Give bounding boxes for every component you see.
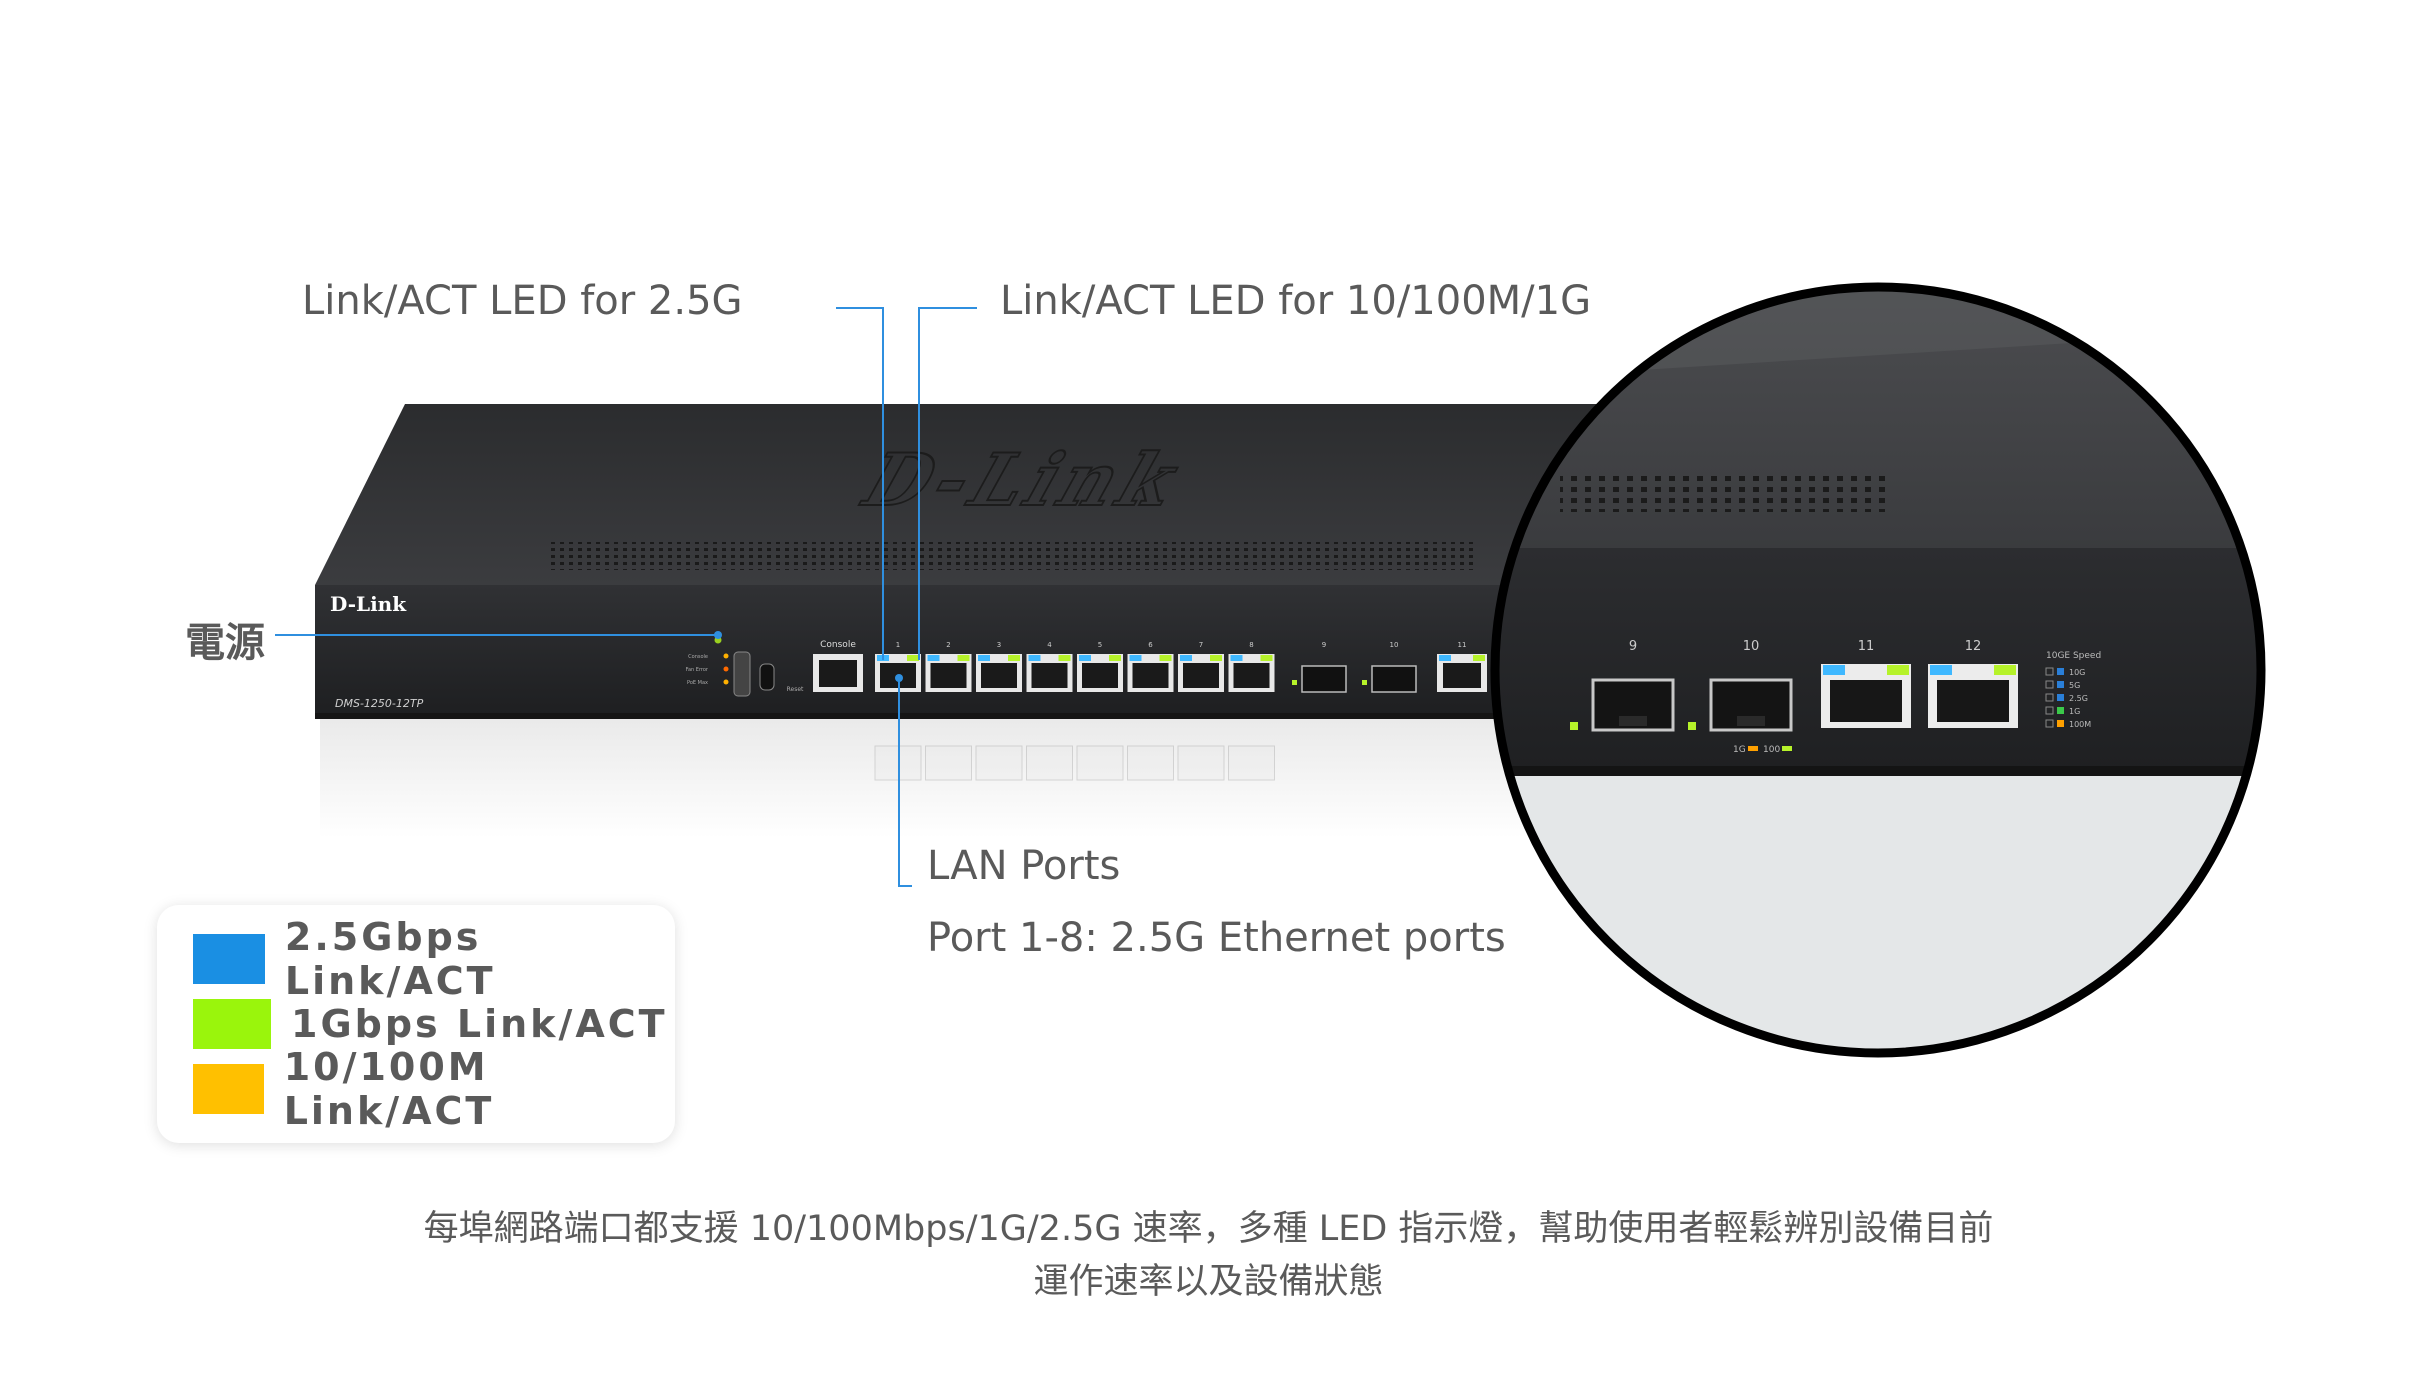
lan-port-4[interactable]	[1026, 654, 1073, 692]
status-label: PoE Max	[687, 680, 708, 686]
port-number: 4	[1047, 641, 1052, 649]
brand-top-embossed: D-Link	[846, 438, 1203, 523]
legend-swatch-blue	[193, 934, 265, 984]
led-25g	[1028, 655, 1041, 661]
led-25g	[1129, 655, 1142, 661]
port-reflection	[1026, 745, 1073, 781]
zoom-sfp-legend: 1G 100	[1733, 745, 1792, 755]
zoom-sfp-port-9	[1570, 678, 1675, 732]
status-label: Console	[688, 654, 708, 660]
port-number: 11	[1458, 641, 1467, 649]
led-1g	[957, 655, 970, 661]
model-label: DMS-1250-12TP	[335, 697, 424, 710]
port-reflection	[1127, 745, 1174, 781]
svg-text:5G: 5G	[2069, 681, 2080, 690]
svg-text:2.5G: 2.5G	[2069, 694, 2088, 703]
led-legend: 2.5Gbps Link/ACT 1Gbps Link/ACT 10/100M …	[157, 905, 675, 1143]
led-25g	[927, 655, 940, 661]
svg-text:100: 100	[1763, 745, 1780, 755]
lan-port-5[interactable]	[1077, 654, 1123, 692]
callout-led-1g: Link/ACT LED for 10/100M/1G	[1000, 278, 1592, 324]
led-1g	[1058, 655, 1071, 661]
port-number: 10	[1743, 639, 1760, 654]
lan-port-11[interactable]	[1437, 654, 1487, 692]
caption-line-2: 運作速率以及設備狀態	[1033, 1262, 1384, 1302]
led-25g	[978, 655, 990, 661]
port-number: 2	[946, 641, 950, 649]
lan-port-7[interactable]	[1178, 654, 1224, 692]
legend-label: 2.5Gbps Link/ACT	[284, 915, 496, 1003]
led-1g	[1159, 655, 1172, 661]
zoom-lan-port-11	[1821, 664, 1911, 728]
legend-item: 1Gbps Link/ACT	[193, 998, 668, 1050]
legend-item: 2.5Gbps Link/ACT	[193, 915, 675, 1003]
callout-dot	[714, 631, 722, 639]
lan-port-3[interactable]	[976, 654, 1022, 692]
legend-label: 1Gbps Link/ACT	[291, 1002, 668, 1046]
port-reflection	[1228, 745, 1275, 781]
reset-label: Reset	[787, 686, 804, 693]
caption-line-1: 每埠網路端口都支援 10/100Mbps/1G/2.5G 速率，多種 LED 指…	[423, 1209, 1994, 1249]
sfp-port-9[interactable]	[1292, 665, 1347, 693]
svg-text:100M: 100M	[2069, 720, 2091, 729]
port-reflection	[1076, 745, 1124, 781]
zoom-sfp-port-10	[1688, 678, 1793, 732]
zoom-magnifier: 9 10 11 12 1G 100 10GE Speed 10G 5G 2.5G 1G 100M	[1490, 282, 2266, 1058]
svg-text:10G: 10G	[2069, 668, 2085, 677]
port-reflections	[874, 745, 1275, 781]
zoom-lan-port-12	[1928, 664, 2018, 728]
port-number: 3	[997, 641, 1001, 649]
legend-swatch-green	[193, 999, 271, 1049]
console-port[interactable]	[813, 654, 863, 692]
switch-chassis: D-Link	[315, 404, 1700, 719]
mode-button[interactable]	[733, 651, 751, 697]
svg-text:1G: 1G	[1733, 745, 1746, 755]
callout-power: 電源	[185, 620, 265, 666]
front-ports: 1 2 3 4 5 6 7 8 9 10 11	[875, 641, 1487, 693]
port-number: 9	[1629, 639, 1637, 654]
led-1g	[1008, 655, 1020, 661]
port-number: 12	[1965, 639, 1982, 654]
callout-led-25g: Link/ACT LED for 2.5G	[302, 278, 743, 324]
svg-text:10GE Speed: 10GE Speed	[2046, 651, 2101, 661]
led-25g	[1180, 655, 1192, 661]
port-number: 11	[1858, 639, 1875, 654]
reset-button[interactable]	[759, 663, 775, 691]
legend-label: 10/100M Link/ACT	[283, 1045, 495, 1133]
switch-reflection	[320, 718, 1550, 838]
led-1g	[1210, 655, 1222, 661]
lan-port-8[interactable]	[1228, 654, 1275, 692]
zoom-speed-legend: 10GE Speed 10G 5G 2.5G 1G 100M	[2045, 651, 2101, 729]
lan-port-6[interactable]	[1127, 654, 1174, 692]
led-25g	[1230, 655, 1243, 661]
port-number: 9	[1322, 641, 1326, 649]
status-label: Fan Error	[686, 667, 709, 673]
led-1g	[1109, 655, 1121, 661]
callout-dot	[895, 674, 903, 682]
port-reflection	[975, 745, 1023, 781]
svg-text:1G: 1G	[2069, 707, 2080, 716]
port-number: 10	[1390, 641, 1399, 649]
legend-swatch-amber	[193, 1064, 264, 1114]
port-number: 6	[1148, 641, 1153, 649]
legend-item: 10/100M Link/ACT	[193, 1045, 675, 1133]
zoom-ports: 9 10 11 12 1G 100 10GE Speed 10G 5G 2.5G 1G 100M	[1570, 639, 2101, 755]
led-1g	[907, 655, 919, 661]
callout-lines	[275, 307, 977, 887]
console-label: Console	[820, 640, 856, 650]
front-brand-logo: D-Link	[330, 592, 407, 616]
port-number: 1	[896, 641, 900, 649]
lan-port-2[interactable]	[925, 654, 972, 692]
port-reflection	[925, 745, 972, 781]
led-25g	[1079, 655, 1091, 661]
callout-lan-ports-title: LAN Ports	[927, 843, 1121, 889]
led-1g	[1260, 655, 1273, 661]
sfp-port-10[interactable]	[1362, 665, 1417, 693]
callout-lan-ports-desc: Port 1-8: 2.5G Ethernet ports	[927, 915, 1506, 961]
port-number: 7	[1199, 641, 1203, 649]
port-reflection	[1177, 745, 1225, 781]
port-number: 5	[1098, 641, 1102, 649]
port-number: 8	[1249, 641, 1253, 649]
